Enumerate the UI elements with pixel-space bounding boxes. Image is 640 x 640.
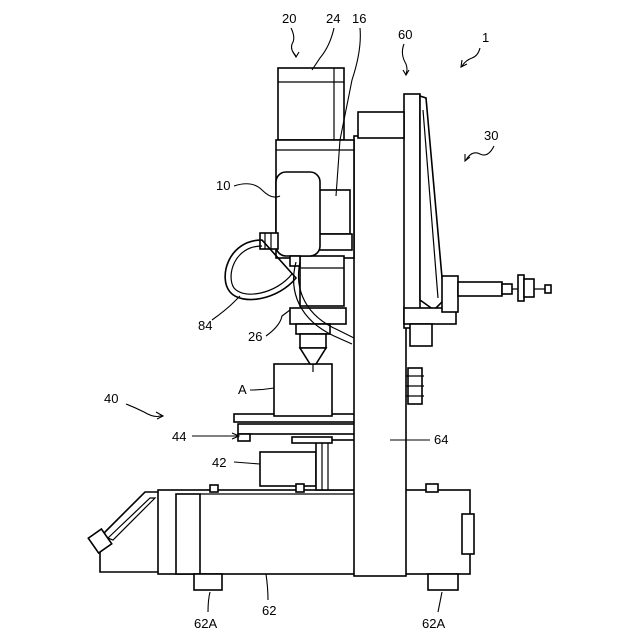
foot-right bbox=[428, 574, 458, 590]
label-machine: 1 bbox=[482, 30, 489, 45]
workpiece bbox=[274, 364, 332, 416]
base bbox=[88, 484, 474, 574]
label-column: 64 bbox=[434, 432, 448, 447]
label-workpiece: A bbox=[238, 382, 247, 397]
label-table: 44 bbox=[172, 429, 186, 444]
label-motor: 16 bbox=[352, 11, 366, 26]
label-hose: 84 bbox=[198, 318, 212, 333]
column-fitting bbox=[406, 368, 424, 404]
foot-left bbox=[194, 574, 222, 590]
label-table-drive: 42 bbox=[212, 455, 226, 470]
label-frame: 60 bbox=[398, 27, 412, 42]
label-drive: 24 bbox=[326, 11, 340, 26]
table-unit bbox=[234, 414, 358, 492]
label-foot-right: 62A bbox=[422, 616, 445, 631]
drive-housing bbox=[278, 68, 344, 140]
label-table-unit: 40 bbox=[104, 391, 118, 406]
label-foot-left: 62A bbox=[194, 616, 217, 631]
label-tube-end: 26 bbox=[248, 329, 262, 344]
label-base: 62 bbox=[262, 603, 276, 618]
motor bbox=[316, 190, 352, 250]
label-spindle-unit: 10 bbox=[216, 178, 230, 193]
label-z-axis-unit: 20 bbox=[282, 11, 296, 26]
column bbox=[354, 136, 406, 576]
spindle-unit bbox=[260, 172, 320, 266]
display-arm bbox=[404, 94, 551, 346]
top-block bbox=[358, 112, 404, 138]
label-display-arm: 30 bbox=[484, 128, 498, 143]
